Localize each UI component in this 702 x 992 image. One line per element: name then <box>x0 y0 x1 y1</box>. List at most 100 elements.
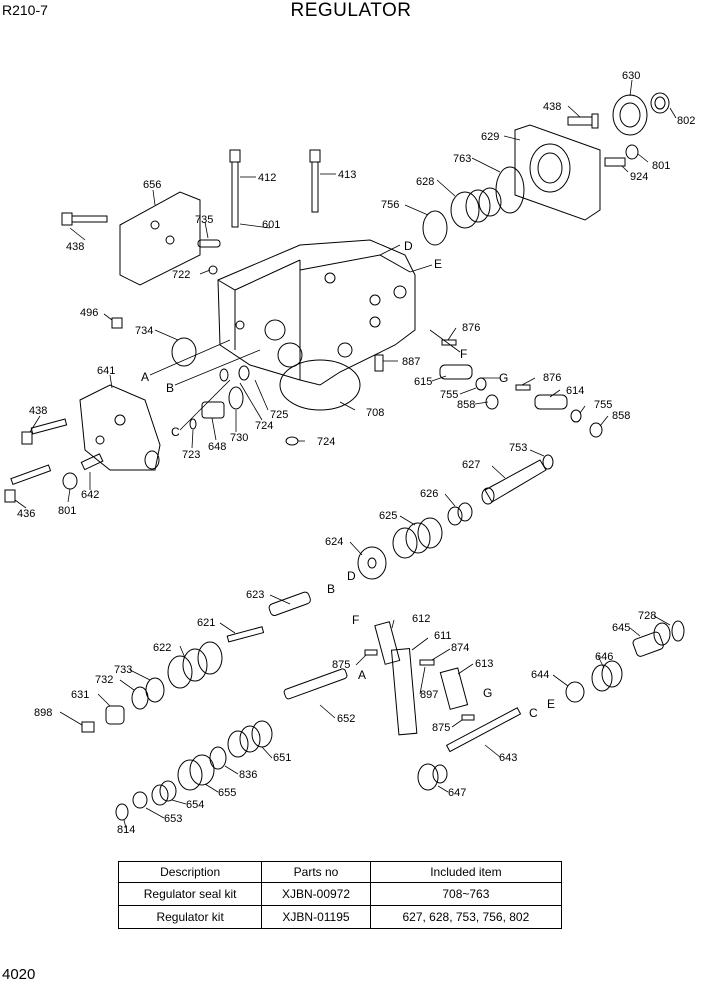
pin-876a <box>441 339 457 346</box>
ref-letter-c: C <box>529 706 538 720</box>
callout-763: 763 <box>453 153 471 165</box>
callout-644: 644 <box>531 669 549 681</box>
callout-875: 875 <box>332 659 350 671</box>
callout-734: 734 <box>135 325 153 337</box>
sleeve-643 <box>445 707 522 753</box>
callout-630: 630 <box>622 70 640 82</box>
ref-letter-c: C <box>171 425 180 439</box>
plug-631 <box>105 705 125 725</box>
oring-723 <box>189 418 197 430</box>
callout-898: 898 <box>34 707 52 719</box>
pin-876b <box>515 384 531 391</box>
oring-730 <box>228 386 244 410</box>
callout-413: 413 <box>338 169 356 181</box>
callout-613: 613 <box>475 658 493 670</box>
callout-412: 412 <box>258 172 276 184</box>
callout-858: 858 <box>457 399 475 411</box>
callout-496: 496 <box>80 307 98 319</box>
page-title: REGULATOR <box>290 0 412 21</box>
callout-654: 654 <box>186 799 204 811</box>
ref-letter-b: B <box>327 582 335 596</box>
spring-651 <box>227 720 273 758</box>
pin-621 <box>226 626 265 643</box>
oring-732 <box>131 686 149 710</box>
callout-624: 624 <box>325 536 343 548</box>
cover-656 <box>119 191 201 286</box>
oring-725 <box>238 365 250 381</box>
callout-645: 645 <box>612 622 630 634</box>
callout-732: 732 <box>95 674 113 686</box>
nut-802 <box>650 92 670 114</box>
callout-628: 628 <box>416 176 434 188</box>
callout-801: 801 <box>58 505 76 517</box>
setscrew-924 <box>604 157 626 167</box>
plug-648 <box>201 401 225 419</box>
ref-letter-f: F <box>352 613 359 627</box>
oring-755b <box>570 409 582 423</box>
callout-876: 876 <box>543 372 561 384</box>
kit-table-header: Description Parts no Included item <box>117 861 563 883</box>
lever-613 <box>439 667 469 710</box>
callout-876: 876 <box>462 322 480 334</box>
callout-655: 655 <box>218 787 236 799</box>
spool-652 <box>283 668 348 700</box>
regulator-housing-601 <box>217 239 416 386</box>
callout-643: 643 <box>499 752 517 764</box>
callout-656: 656 <box>143 179 161 191</box>
table-row: Regulator kit XJBN-01195 627, 628, 753, … <box>117 905 563 929</box>
pin-887 <box>374 354 384 372</box>
stopper-644 <box>565 681 585 703</box>
cell-description: Regulator kit <box>117 905 263 929</box>
spring-622 <box>167 641 223 689</box>
plug-496 <box>111 317 123 329</box>
callout-627: 627 <box>462 459 480 471</box>
callout-858: 858 <box>612 410 630 422</box>
oring-728 <box>671 620 685 642</box>
callout-647: 647 <box>448 787 466 799</box>
cell-description: Regulator seal kit <box>117 882 263 906</box>
spool-627 <box>481 459 547 505</box>
callout-724: 724 <box>317 436 335 448</box>
setscrew-898 <box>81 721 95 733</box>
oring-755a <box>475 377 487 391</box>
ref-letter-a: A <box>141 370 149 384</box>
nut-801-left <box>62 472 78 490</box>
bolt-438-top <box>567 113 599 129</box>
oring-724a <box>219 368 229 382</box>
piston-615 <box>439 364 473 380</box>
callout-836: 836 <box>239 769 257 781</box>
oring-735 <box>197 239 221 248</box>
oring-724b <box>285 436 299 446</box>
part-callouts: 630 438 802 629 801 924 763 628 756 412 … <box>17 70 695 836</box>
oring-733 <box>145 677 165 703</box>
callout-708: 708 <box>366 407 384 419</box>
ref-letter-a: A <box>358 668 366 682</box>
header-parts-no: Parts no <box>261 861 371 883</box>
callout-735: 735 <box>195 214 213 226</box>
piston-645 <box>632 622 671 657</box>
spring-625 <box>392 517 443 559</box>
callout-814: 814 <box>117 824 135 836</box>
ref-letter-e: E <box>547 697 555 711</box>
callout-611: 611 <box>434 630 452 642</box>
nut-653 <box>132 791 148 809</box>
ref-letter-d: D <box>404 239 413 253</box>
callout-641: 641 <box>97 365 115 377</box>
cell-parts-no: XJBN-01195 <box>261 905 371 929</box>
callout-625: 625 <box>379 510 397 522</box>
bolt-436 <box>4 464 52 503</box>
callout-897: 897 <box>420 689 438 701</box>
bolt-438-left <box>61 212 108 226</box>
callout-601: 601 <box>262 219 280 231</box>
oring-722 <box>208 265 218 275</box>
ring-836 <box>209 746 227 770</box>
model-code: R210-7 <box>2 2 48 18</box>
callout-651: 651 <box>273 752 291 764</box>
callout-438: 438 <box>66 241 84 253</box>
callout-730: 730 <box>230 432 248 444</box>
callout-436: 436 <box>17 508 35 520</box>
reference-letters: D E F G A B C D B F A G C E <box>141 239 555 720</box>
page-number: 4020 <box>2 966 36 983</box>
bolt-413 <box>309 149 321 213</box>
